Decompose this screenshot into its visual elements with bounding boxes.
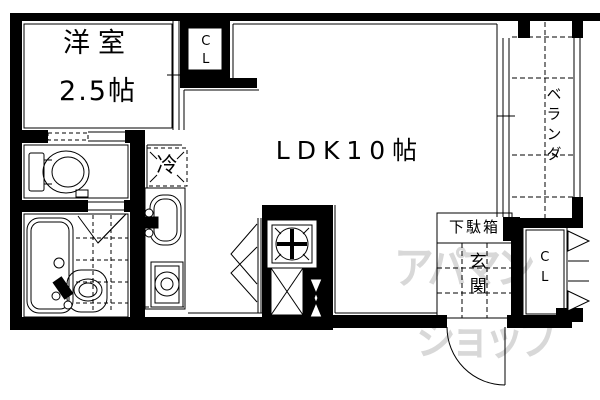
bathtub-icon — [26, 217, 74, 314]
western-room-outline — [23, 23, 173, 129]
bath-door-swing — [77, 215, 125, 244]
wall-veranda-ne-block — [572, 21, 583, 38]
wall-toilet-bath-b — [124, 200, 145, 212]
veranda-grid — [512, 22, 574, 218]
wall-bottom-right — [507, 315, 572, 328]
toilet-door — [47, 132, 89, 141]
wall-toilet-kitchen-divider — [130, 140, 145, 330]
wall-genkan-closet — [511, 218, 523, 318]
wall-veranda-se-block — [572, 197, 583, 228]
toilet-icon — [28, 150, 90, 198]
refrigerator-corner-ticks — [149, 151, 185, 183]
closet-upper-box — [187, 27, 223, 71]
wall-bottom-mid — [333, 315, 447, 328]
closet-entrance-outline — [522, 226, 568, 318]
entrance-box — [436, 242, 513, 319]
bathroom-outline — [23, 213, 129, 318]
closet-upper-label: CL — [198, 34, 214, 70]
closet-entrance-inner — [525, 229, 565, 315]
ldk-border — [146, 23, 498, 314]
laundry-pan-icon — [270, 267, 304, 316]
veranda-label: ベランダ — [544, 86, 563, 166]
wall-veranda-bottom — [516, 218, 583, 228]
wall-top — [10, 13, 600, 21]
western-room-size: 2.5帖 — [59, 76, 137, 107]
bath-tile-grid — [76, 215, 128, 310]
kitchen-counter — [144, 187, 186, 310]
ldk-label: LDK10帖 — [275, 136, 425, 165]
washing-machine-icon — [266, 219, 318, 269]
wall-westernroom-bottom-b — [125, 130, 145, 143]
pillar-icon — [309, 278, 323, 318]
wall-bottom-left — [10, 317, 333, 330]
wall-left — [10, 13, 22, 330]
veranda-window — [497, 38, 515, 217]
wall-veranda-nw-block — [518, 21, 530, 38]
wall-closet-entrance-corner — [556, 308, 583, 322]
wall-below-closet — [180, 78, 257, 88]
wall-toilet-bath-a — [10, 200, 88, 212]
laundry-double-door — [230, 218, 262, 313]
sliding-door-western — [167, 21, 185, 130]
washbasin-icon — [51, 269, 108, 313]
wall-westernroom-bottom-a — [10, 130, 48, 143]
stove-icon — [150, 261, 184, 308]
entrance-label: 玄関 — [465, 252, 486, 302]
entrance-door-swing — [446, 326, 506, 386]
refrigerator-label: 冷 — [156, 153, 178, 177]
veranda-railing — [573, 38, 581, 197]
closet-folding-door — [567, 230, 591, 312]
kitchen-sink-icon — [144, 194, 182, 246]
bath-door-leaf — [97, 213, 127, 244]
shoe-cabinet-label: 下駄箱 — [448, 218, 500, 236]
western-room-label: 洋室 — [63, 28, 133, 59]
entrance-tile-grid — [437, 243, 512, 318]
closet-entrance-label: CL — [537, 250, 553, 290]
toilet-room-outline — [23, 144, 129, 199]
